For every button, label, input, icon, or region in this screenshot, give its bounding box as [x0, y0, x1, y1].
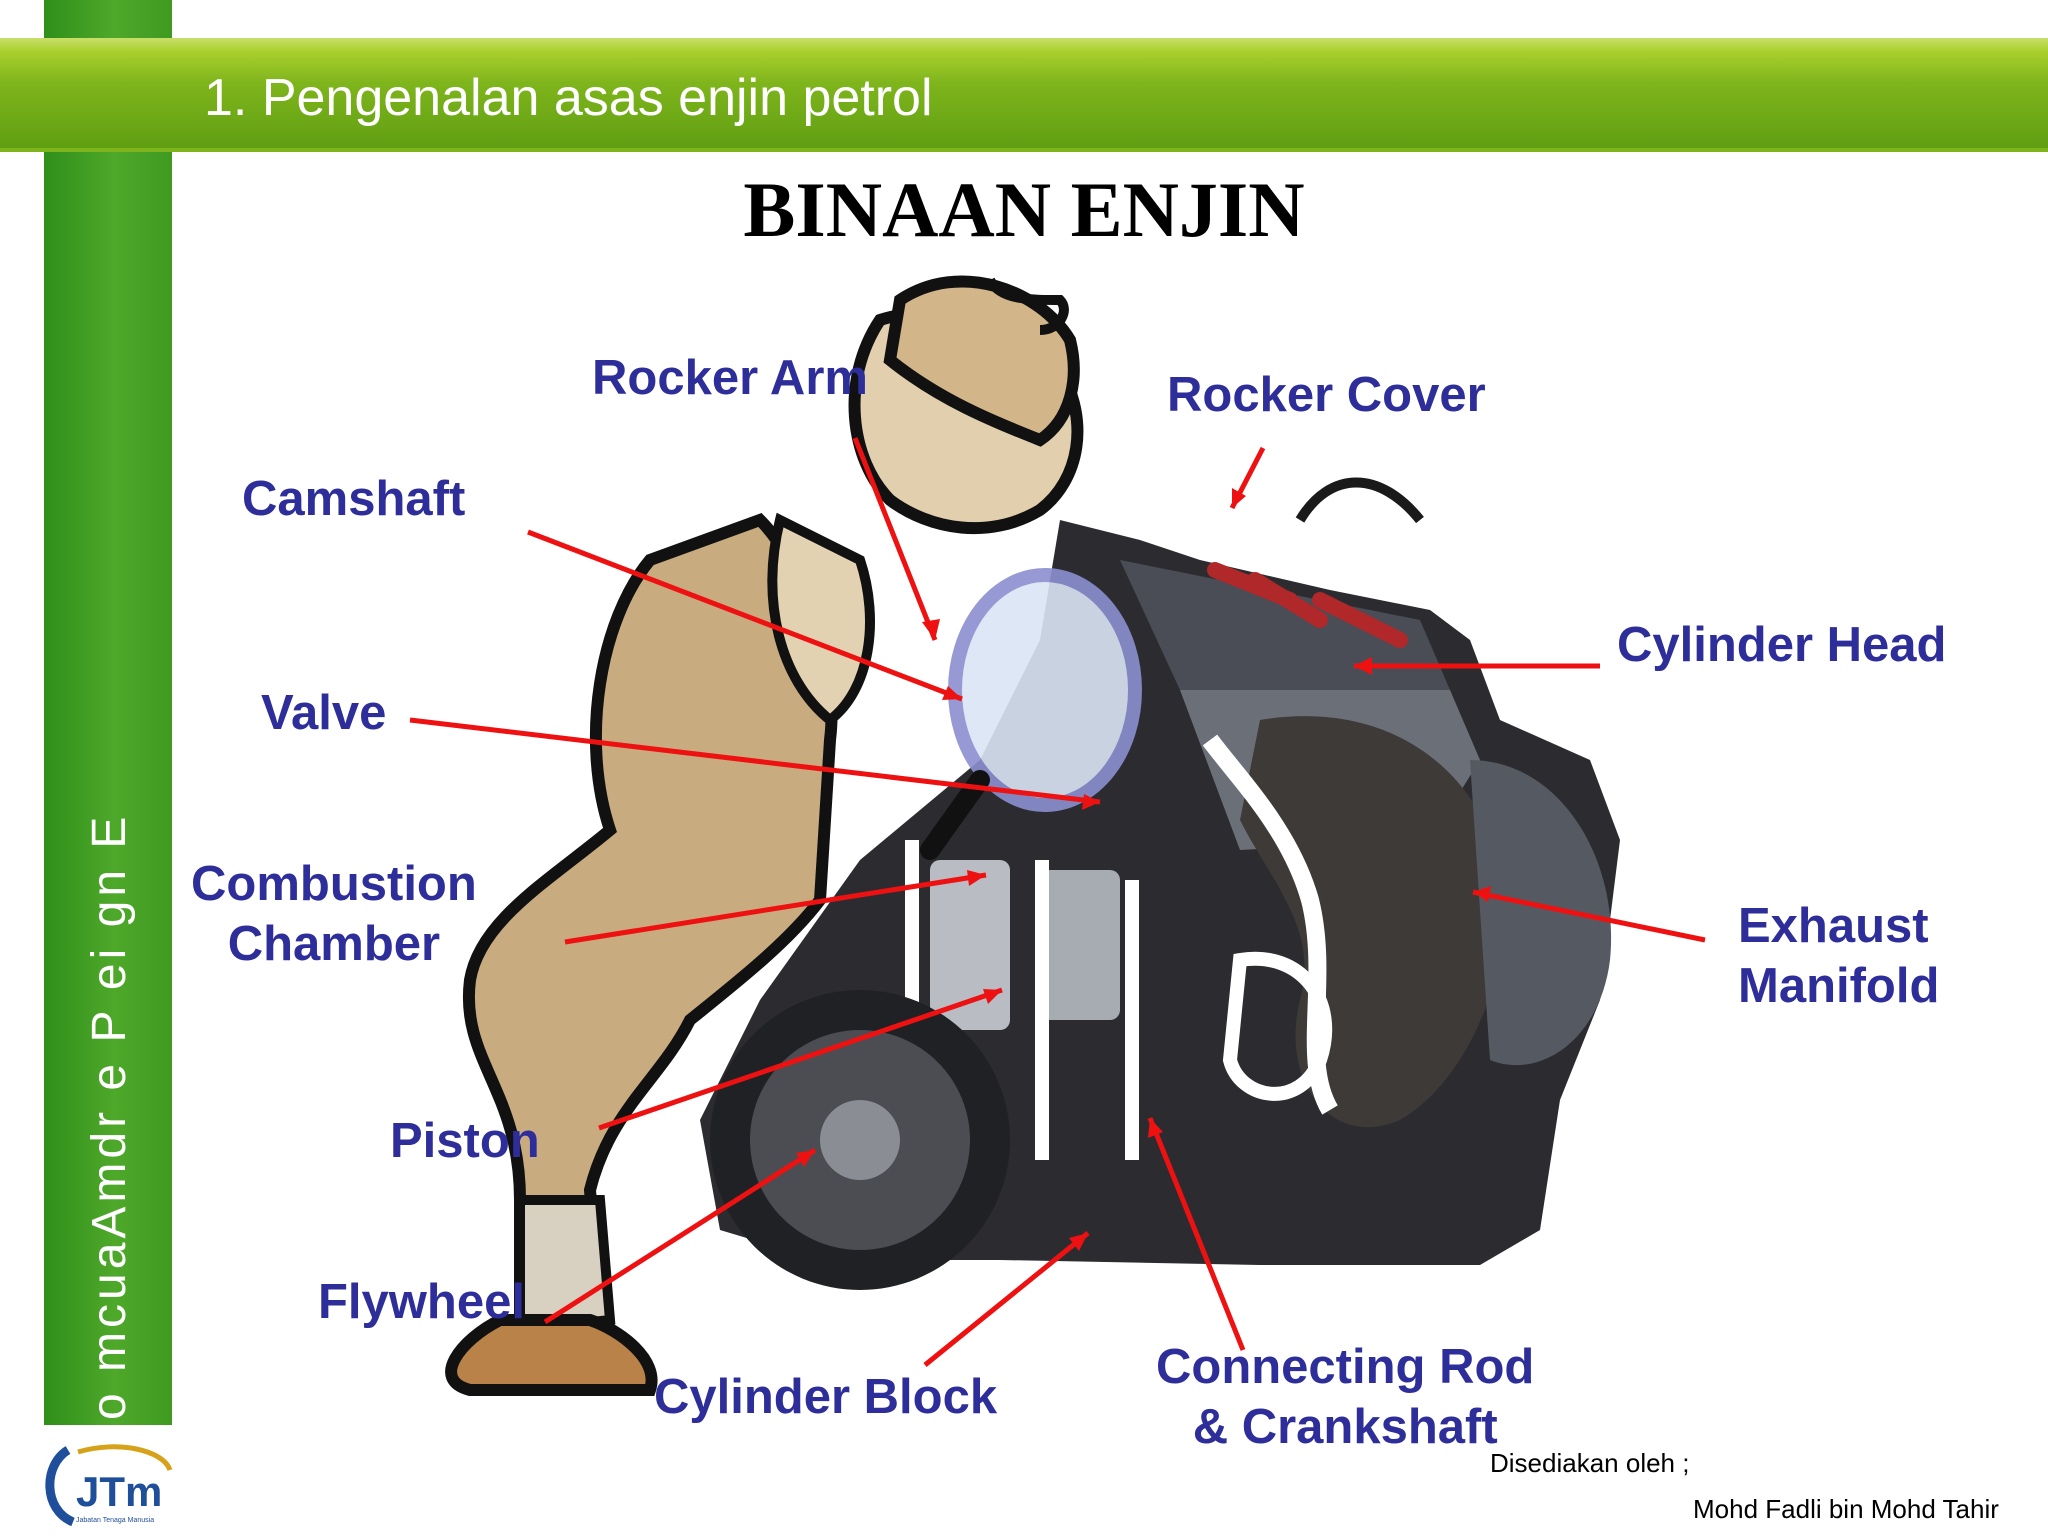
jtm-logo: JTm Jabatan Tenaga Manusia	[45, 1444, 173, 1527]
logo-subtext: Jabatan Tenaga Manusia	[76, 1517, 154, 1524]
label-exhaust-line1: Exhaust	[1738, 899, 1929, 953]
arrow-connecting-rod	[1147, 1117, 1246, 1351]
header-rule	[0, 148, 2048, 152]
label-combustion-line2: Chamber	[227, 916, 441, 971]
arrow-heads	[796, 488, 1491, 1251]
label-exhaust-line2: Manifold	[1738, 958, 1940, 1013]
label-connecting-rod-crankshaft: Connecting Rod & Crankshaft	[1156, 1338, 1534, 1458]
label-conrod-line1: Connecting Rod	[1156, 1340, 1535, 1394]
label-flywheel: Flywheel	[318, 1275, 525, 1329]
label-combustion-line1: Combustion	[191, 857, 477, 911]
arrow-flywheel	[543, 1147, 817, 1325]
footer-author: Mohd Fadli bin Mohd Tahir	[1693, 1494, 1999, 1524]
detective-figure	[445, 275, 1142, 1396]
slide-title: BINAAN ENJIN	[743, 166, 1305, 253]
label-rocker-arm: Rocker Arm	[592, 351, 868, 405]
label-exhaust-manifold: Exhaust Manifold	[1738, 897, 1939, 1017]
arrow-valve	[409, 717, 1101, 805]
label-piston: Piston	[390, 1114, 540, 1168]
header-title: 1. Pengenalan asas enjin petrol	[204, 69, 933, 127]
arrow-exhaust-manifold	[1472, 889, 1706, 943]
arrow-rocker-arm	[852, 437, 938, 641]
engine-image	[700, 477, 1620, 1290]
arrow-camshaft	[527, 529, 963, 702]
footer-prepared-by: Disediakan oleh ;	[1490, 1448, 1690, 1478]
arrow-cylinder-block	[923, 1231, 1090, 1367]
arrow-piston	[598, 987, 1003, 1131]
label-cylinder-head: Cylinder Head	[1617, 618, 1947, 672]
label-rocker-cover: Rocker Cover	[1167, 368, 1486, 422]
logo-text: JTm	[76, 1468, 162, 1515]
label-combustion-chamber: Combustion Chamber	[191, 855, 477, 975]
sidebar-band	[44, 0, 172, 1425]
label-conrod-line2: & Crankshaft	[1192, 1399, 1498, 1454]
arrow-combustion-chamber	[564, 872, 987, 945]
label-cylinder-block: Cylinder Block	[654, 1370, 998, 1424]
leader-arrows	[409, 437, 1706, 1367]
label-valve: Valve	[261, 686, 387, 740]
header-band	[0, 38, 2048, 150]
label-camshaft: Camshaft	[242, 472, 466, 526]
